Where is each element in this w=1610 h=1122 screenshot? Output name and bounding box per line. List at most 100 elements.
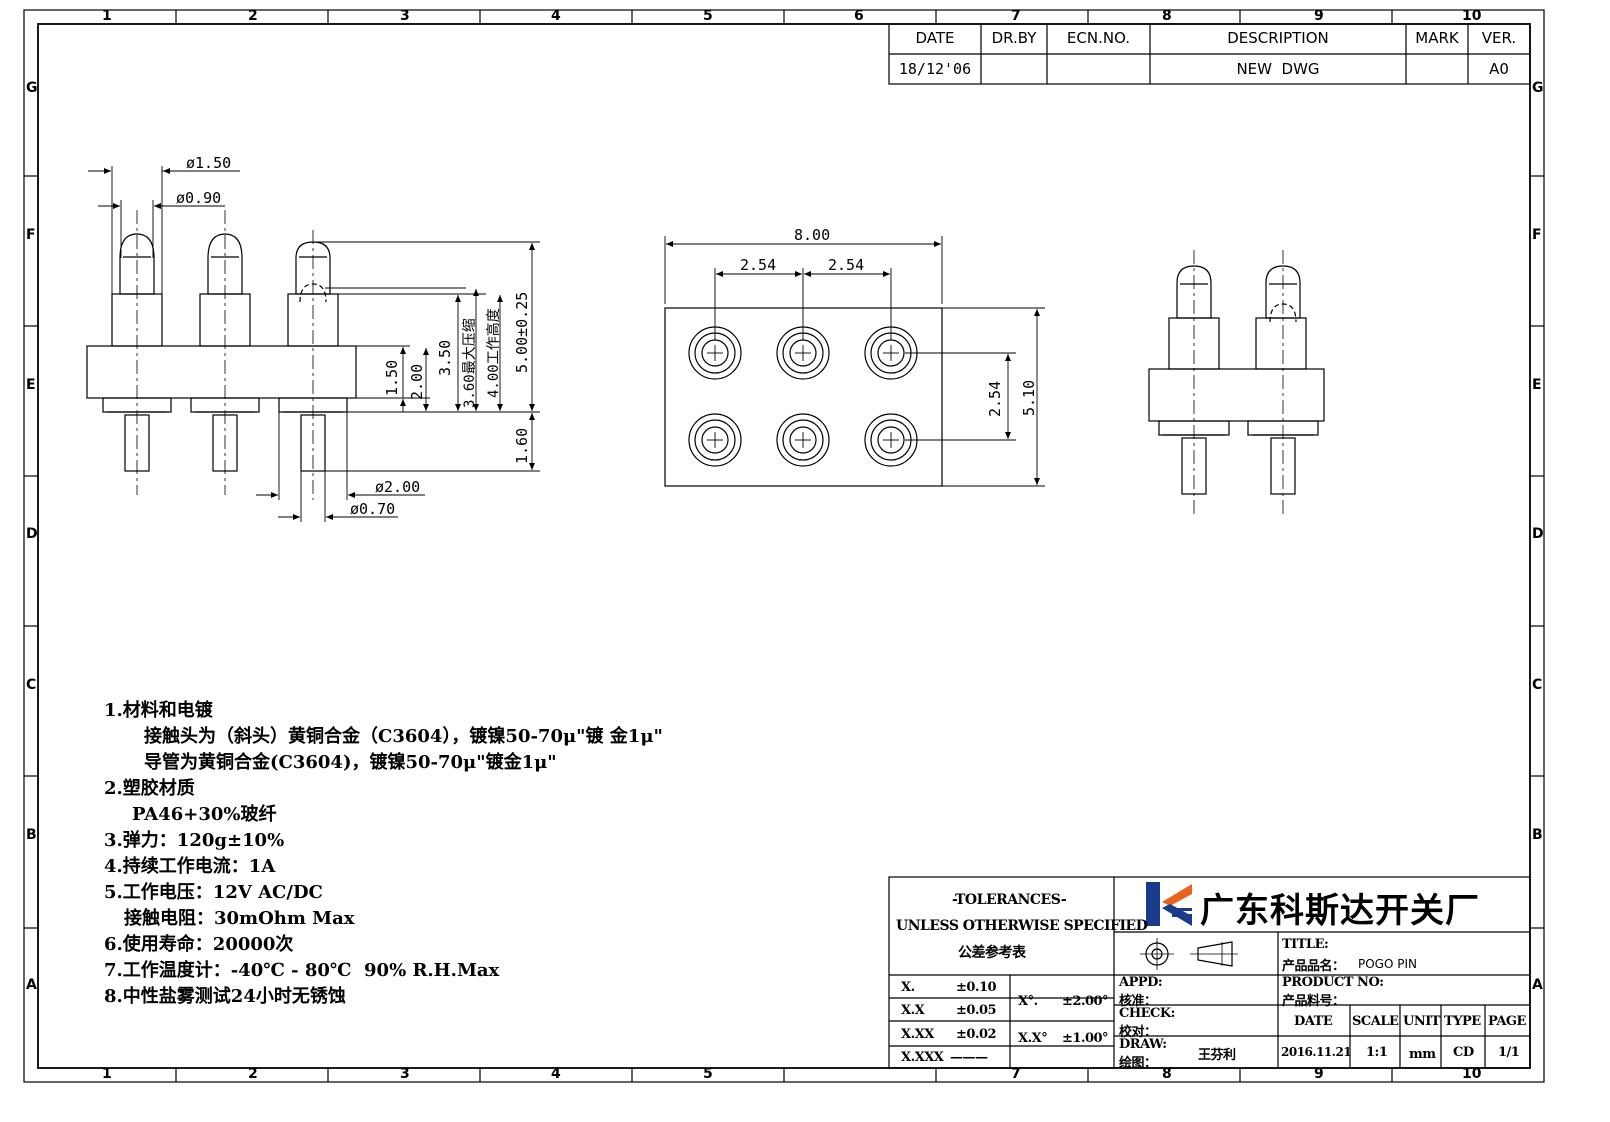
dim-pitch-254-right: 2.54: [828, 256, 865, 274]
note-4: 4.持续工作电流：1A: [104, 856, 276, 877]
val-page: 1/1: [1498, 1045, 1520, 1060]
note-2: 2.塑胶材质: [104, 778, 195, 799]
val-type: CD: [1453, 1045, 1474, 1060]
tol-x-label: X.: [901, 980, 915, 995]
rev-description: NEW DWG: [1236, 60, 1320, 78]
zone-row-g-right: G: [1532, 80, 1544, 96]
product-name-label: 产品品名：: [1282, 959, 1345, 974]
zone-col-6: 6: [854, 8, 864, 24]
zone-col-7-bottom: 7: [1011, 1066, 1021, 1082]
side-view: [86, 210, 357, 500]
check-cn-label: 校对：: [1119, 1025, 1157, 1040]
tolerances-cn: 公差参考表: [958, 945, 1026, 961]
zone-col-5: 5: [703, 8, 713, 24]
zone-col-1-bottom: 1: [102, 1066, 112, 1082]
dim-height-150: 1.50: [383, 359, 401, 396]
zone-col-8: 8: [1162, 8, 1172, 24]
rev-header-date: DATE: [915, 29, 955, 47]
product-part-label: 产品料号：: [1282, 994, 1345, 1009]
appd-cn-label: 核准：: [1119, 994, 1157, 1009]
zone-row-e-right: E: [1532, 377, 1542, 393]
zone-row-g: G: [26, 80, 38, 96]
product-no-label: PRODUCT NO:: [1282, 975, 1384, 990]
zone-col-10: 10: [1462, 8, 1482, 24]
zone-row-b-right: B: [1532, 827, 1543, 843]
note-5: 5.工作电压：12V AC/DC: [104, 882, 323, 903]
note-7: 7.工作温度计：-40℃ - 80℃ 90% R.H.Max: [104, 960, 500, 981]
tol-xx-label: X.X: [901, 1003, 925, 1018]
zone-row-a: A: [26, 977, 37, 993]
hdr-unit: UNIT: [1403, 1014, 1440, 1029]
hdr-page: PAGE: [1488, 1014, 1526, 1029]
note-1-contact: 接触头为（斜头）黄铜合金（C3604），镀镍50-70μ"镀 金1μ": [144, 726, 663, 747]
company-name: 广东科斯达开关厂: [1200, 891, 1480, 931]
zone-col-1: 1: [102, 8, 112, 24]
dim-dia-070: ø0.70: [350, 500, 396, 518]
tol-xx-value: ±0.05: [956, 1003, 997, 1018]
company-logo: [1146, 882, 1192, 926]
tol-xxxx-value: ———: [950, 1050, 988, 1065]
tol-x-value: ±0.10: [956, 980, 997, 995]
zone-row-d: D: [26, 526, 38, 542]
zone-col-3-bottom: 3: [400, 1066, 410, 1082]
dim-depth-510: 5.10: [1020, 379, 1038, 416]
zone-row-a-right: A: [1532, 977, 1543, 993]
hdr-date: DATE: [1294, 1014, 1333, 1029]
product-name: POGO PIN: [1358, 957, 1417, 971]
note-2-material: PA46+30%玻纤: [132, 804, 277, 825]
tol-angle2-label: X.X°: [1018, 1031, 1048, 1046]
side-view-dimensions: [88, 166, 540, 522]
dim-dia-200: ø2.00: [375, 478, 421, 496]
dim-height-160: 1.60: [513, 427, 531, 464]
dim-dia-150: ø1.50: [186, 154, 232, 172]
zone-row-f-right: F: [1532, 227, 1542, 243]
zone-col-7: 7: [1011, 8, 1021, 24]
note-1: 1.材料和电镀: [104, 700, 213, 721]
zone-row-d-right: D: [1532, 526, 1544, 542]
revision-table-grid: [888, 23, 1531, 85]
dim-height-500: 5.00±0.25: [513, 291, 531, 373]
tol-xxx-label: X.XX: [901, 1027, 934, 1042]
zone-row-b: B: [26, 827, 37, 843]
zone-col-4: 4: [551, 8, 561, 24]
draw-cn-label: 绘图：: [1119, 1056, 1157, 1071]
title-label: TITLE:: [1282, 937, 1329, 952]
end-view: [1148, 250, 1325, 515]
zone-row-c: C: [26, 677, 37, 693]
dim-width-800: 8.00: [794, 226, 831, 244]
top-view-dimensions: [664, 236, 1045, 487]
zone-col-10-bottom: 10: [1462, 1066, 1482, 1082]
note-1-tube: 导管为黄铜合金(C3604)，镀镍50-70μ"镀金1μ": [144, 752, 557, 773]
rev-header-ver: VER.: [1481, 29, 1517, 47]
dim-height-350: 3.50: [436, 339, 454, 376]
dim-row-pitch-254: 2.54: [986, 380, 1004, 417]
top-view: [664, 307, 943, 487]
dim-height-360-max-compress: 3.60最大压缩: [462, 318, 478, 408]
zone-col-2: 2: [248, 8, 258, 24]
note-8: 8.中性盐雾测试24小时无锈蚀: [104, 986, 346, 1007]
zone-row-c-right: C: [1532, 677, 1543, 693]
rev-ver: A0: [1489, 60, 1509, 78]
zone-col-8-bottom: 8: [1162, 1066, 1172, 1082]
zone-col-3: 3: [400, 8, 410, 24]
zone-row-f: F: [26, 227, 36, 243]
dim-height-400-working: 4.00工作高度: [486, 308, 502, 398]
val-date: 2016.11.21: [1281, 1045, 1352, 1059]
check-label: CHECK:: [1119, 1006, 1175, 1021]
tol-xxx-value: ±0.02: [956, 1027, 997, 1042]
rev-header-description: DESCRIPTION: [1227, 29, 1329, 47]
hdr-scale: SCALE: [1352, 1014, 1399, 1029]
tol-xxxx-label: X.XXX: [901, 1050, 944, 1065]
zone-ticks: [24, 10, 1544, 1082]
tol-angle2-value: ±1.00°: [1062, 1031, 1109, 1046]
appd-label: APPD:: [1119, 975, 1163, 990]
title-block-grid: [888, 876, 1531, 1069]
dim-pitch-254-left: 2.54: [740, 256, 777, 274]
dim-dia-090: ø0.90: [176, 189, 222, 207]
hdr-type: TYPE: [1444, 1014, 1481, 1029]
rev-header-mark: MARK: [1415, 29, 1459, 47]
draw-label: DRAW:: [1119, 1037, 1167, 1052]
zone-col-4-bottom: 4: [551, 1066, 561, 1082]
